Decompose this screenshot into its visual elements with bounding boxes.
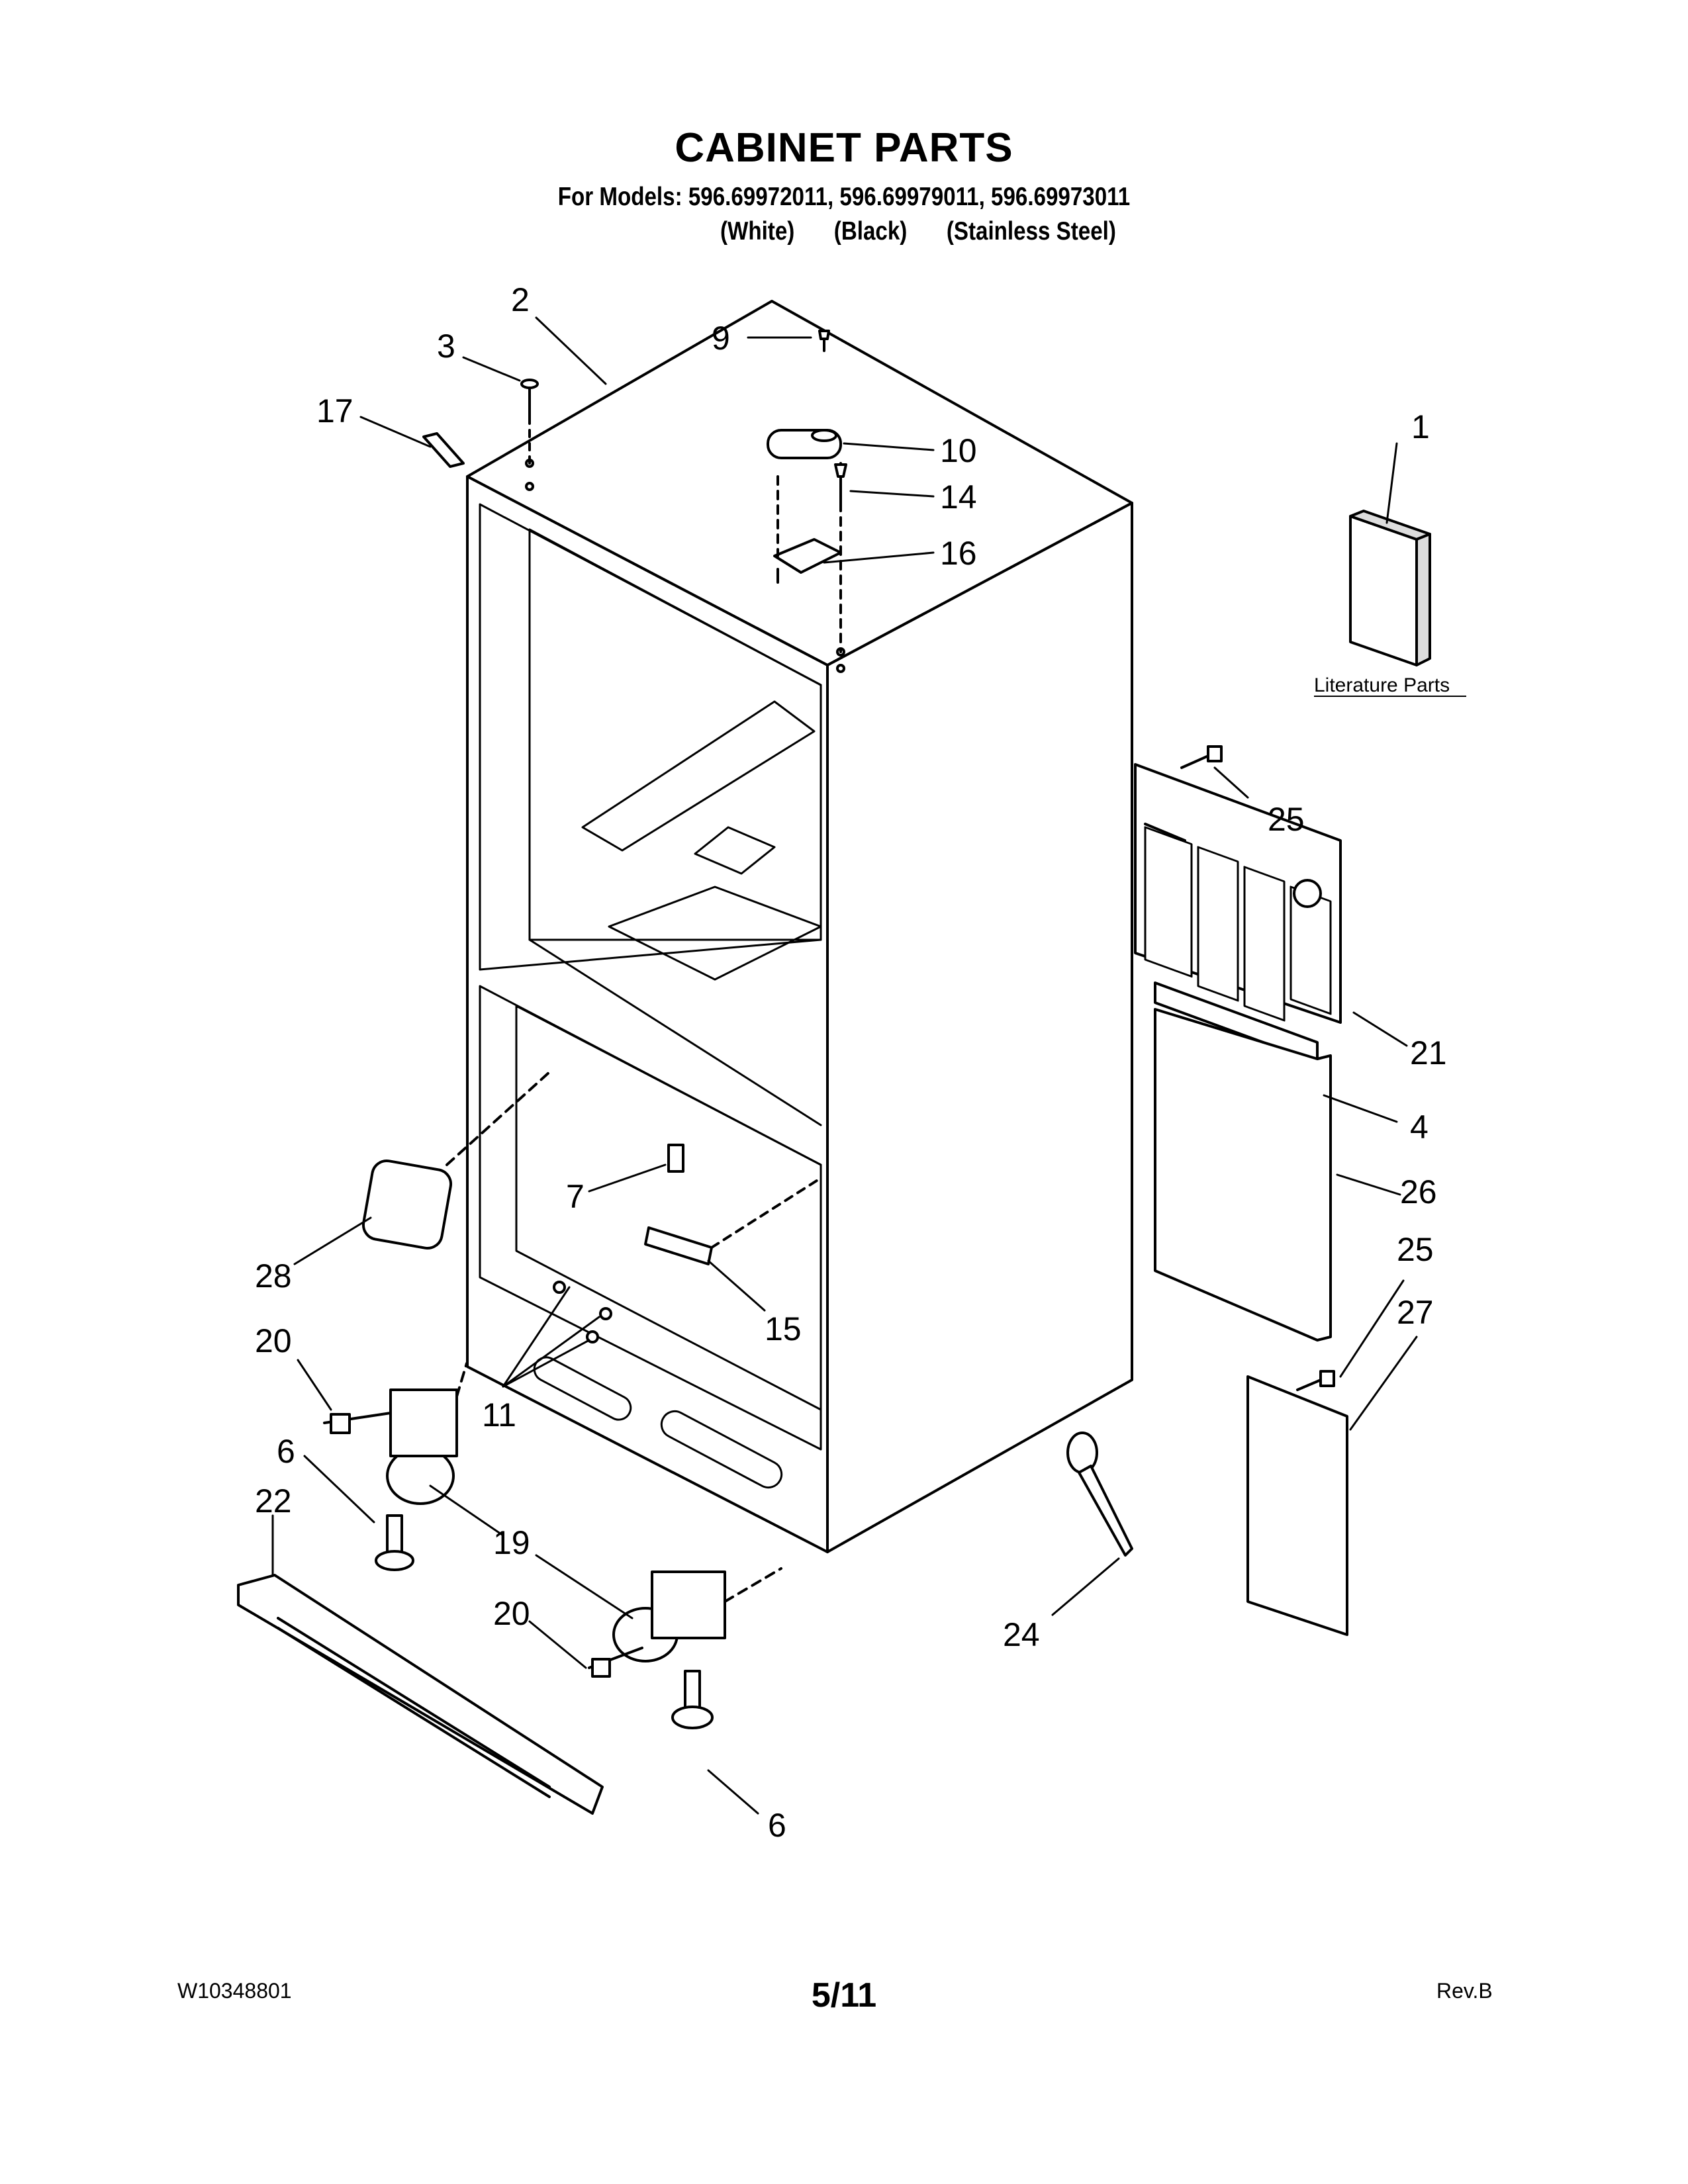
- callout-28: 28: [255, 1257, 292, 1295]
- top-hinge-assembly: [767, 330, 847, 653]
- callout-17: 17: [316, 392, 353, 430]
- rear-grille-panel: [1134, 763, 1342, 1024]
- callout-1: 1: [1411, 408, 1430, 445]
- callout-26: 26: [1400, 1173, 1437, 1210]
- model-variants: (White) (Black) (Stainless Steel): [720, 217, 1155, 246]
- callout-24: 24: [1003, 1616, 1040, 1653]
- callout-labels: 1 2 3 4 6 6 7 9 10 11 14 15 16 17 19 20 …: [255, 281, 1447, 1844]
- callout-25a: 25: [1268, 801, 1305, 838]
- literature-book: [1349, 510, 1431, 666]
- callout-9: 9: [712, 320, 730, 357]
- revision-label: Rev.B: [1436, 1979, 1493, 2003]
- callout-6a: 6: [277, 1433, 295, 1470]
- callout-14: 14: [940, 478, 977, 516]
- variant-black: (Black): [833, 217, 908, 246]
- part-22-grille: [237, 1574, 604, 1815]
- part-17-clip: [422, 432, 465, 468]
- screw-part-3: [520, 379, 539, 465]
- part-7-pin: [667, 1144, 684, 1173]
- document-number: W10348801: [177, 1979, 292, 2003]
- page-title: CABINET PARTS: [675, 125, 1013, 171]
- part-24-tool: [1066, 1432, 1133, 1557]
- callout-6b: 6: [768, 1807, 786, 1844]
- callout-22: 22: [255, 1482, 292, 1520]
- callout-21: 21: [1410, 1034, 1447, 1071]
- callout-27: 27: [1397, 1294, 1434, 1331]
- callout-2: 2: [511, 281, 530, 318]
- callout-15: 15: [765, 1310, 802, 1347]
- leader-lines: [271, 316, 1418, 1815]
- roller-assembly-left: [323, 1388, 458, 1571]
- part-26-panel: [1154, 1008, 1332, 1342]
- callout-19: 19: [493, 1524, 530, 1561]
- variant-stainless: (Stainless Steel): [946, 217, 1116, 246]
- callout-10: 10: [940, 432, 977, 469]
- callout-3: 3: [437, 328, 455, 365]
- part-28-cover: [361, 1159, 453, 1250]
- literature-parts-label: Literature Parts: [1314, 674, 1450, 696]
- callout-7: 7: [566, 1178, 585, 1215]
- part-15-bracket: [644, 1177, 822, 1265]
- screw-part-25: [1180, 745, 1335, 1391]
- model-numbers: For Models: 596.69972011, 596.69979011, …: [557, 183, 1131, 211]
- part-27-panel: [1246, 1375, 1348, 1636]
- roller-assembly-right: [588, 1567, 782, 1729]
- callout-16: 16: [940, 535, 977, 572]
- callout-4: 4: [1410, 1109, 1429, 1146]
- callout-11: 11: [482, 1396, 516, 1433]
- callout-20b: 20: [493, 1595, 530, 1632]
- cabinet-body: [466, 300, 1133, 1553]
- callout-25b: 25: [1397, 1231, 1434, 1268]
- callout-20a: 20: [255, 1322, 292, 1359]
- page-number: 5/11: [811, 1976, 877, 2015]
- variant-white: (White): [720, 217, 795, 246]
